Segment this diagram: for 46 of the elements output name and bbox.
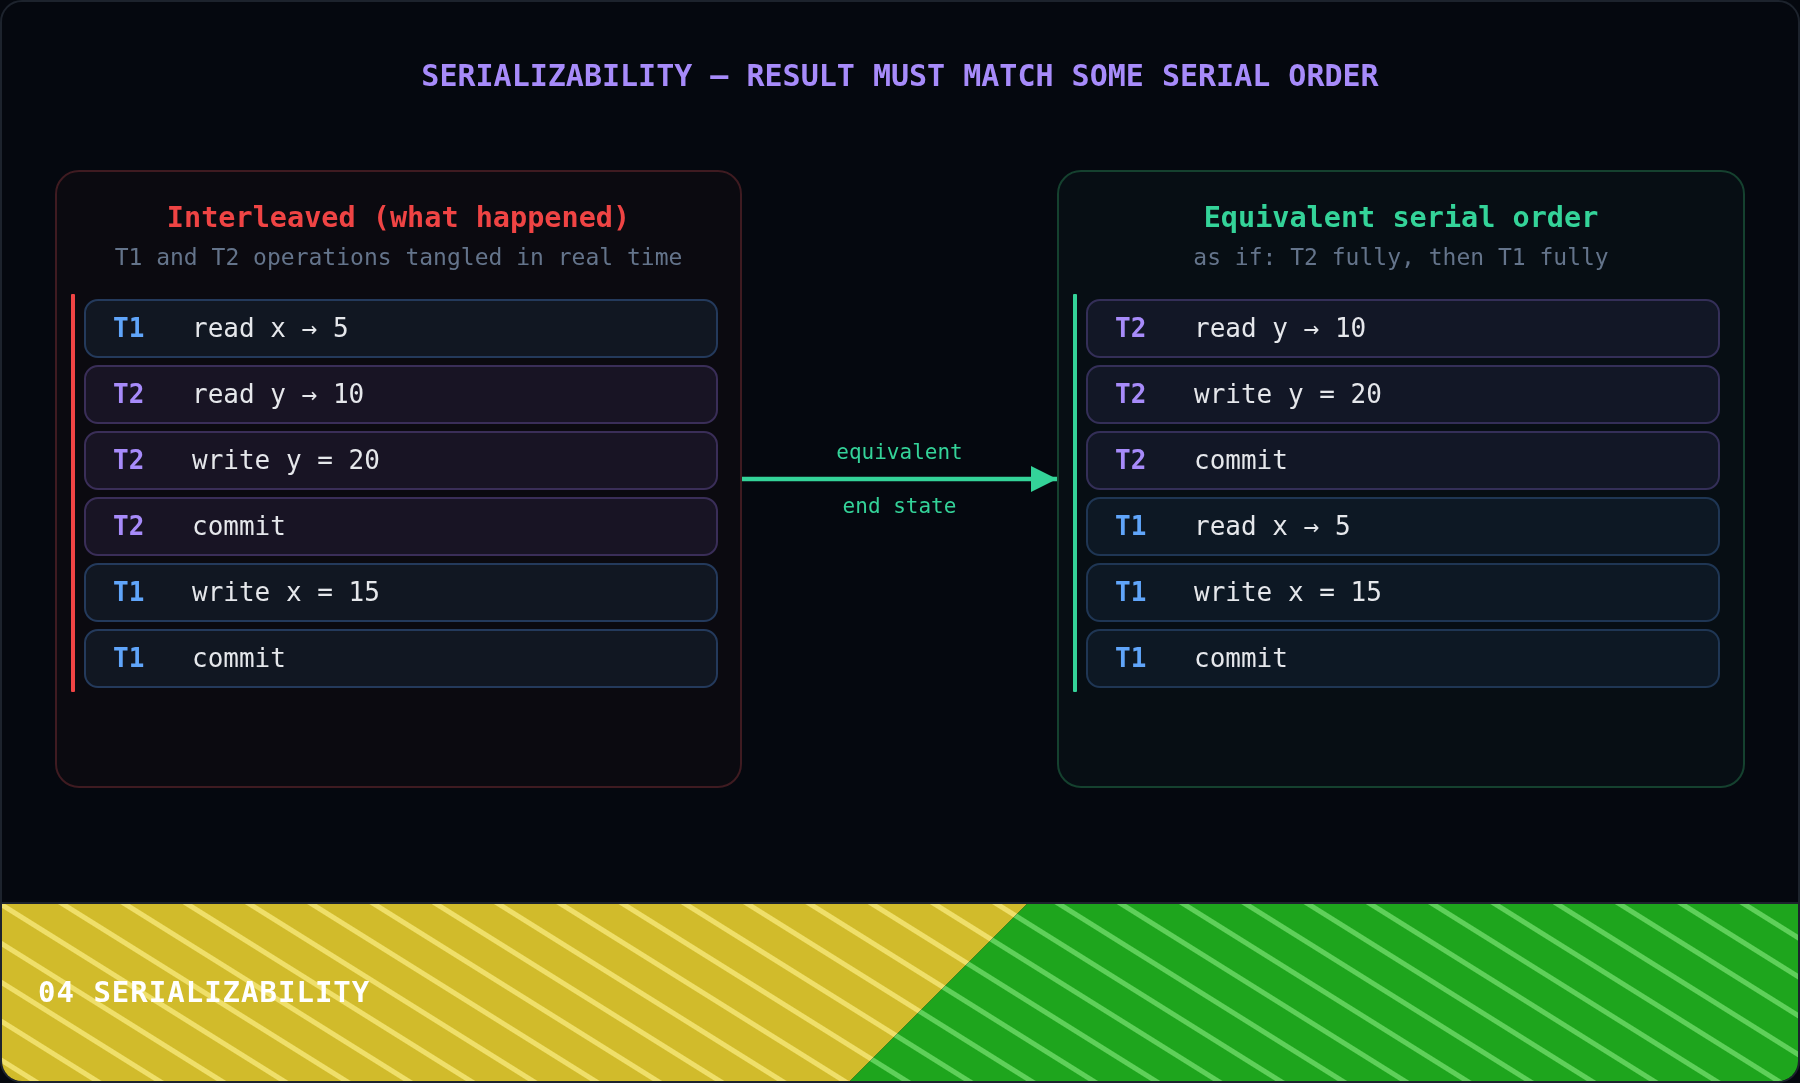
operation-text: write y = 20	[1194, 378, 1382, 411]
operation-text: commit	[192, 510, 286, 543]
diagram-title: SERIALIZABILITY — RESULT MUST MATCH SOME SERIAL ORDER	[421, 58, 1379, 94]
operation-text: read y → 10	[1194, 312, 1367, 345]
operation-text: commit	[1194, 444, 1288, 477]
operation-row	[1086, 431, 1720, 490]
transaction-tag: T2	[113, 378, 145, 411]
operation-text: commit	[192, 642, 286, 675]
panel-subtitle: T1 and T2 operations tangled in real time	[114, 244, 683, 272]
operation-text: write y = 20	[192, 444, 380, 477]
transaction-tag: T1	[113, 312, 145, 345]
transaction-tag: T2	[1115, 312, 1147, 345]
operation-row	[84, 299, 718, 358]
operation-text: read x → 5	[1194, 510, 1351, 543]
operation-text: write x = 15	[1194, 576, 1382, 609]
section-label: 04 SERIALIZABILITY	[38, 975, 371, 1010]
panel	[55, 170, 742, 788]
transaction-tag: T1	[113, 642, 145, 675]
operation-row	[84, 431, 718, 490]
operation-row	[1086, 365, 1720, 424]
transaction-tag: T2	[113, 510, 145, 543]
operation-text: read y → 10	[192, 378, 365, 411]
transaction-tag: T2	[1115, 378, 1147, 411]
operation-row	[84, 629, 718, 688]
transaction-tag: T2	[1115, 444, 1147, 477]
panel-heading: Equivalent serial order	[1203, 201, 1599, 236]
transaction-tag: T1	[113, 576, 145, 609]
operation-text: read x → 5	[192, 312, 349, 345]
panel-heading: Interleaved (what happened)	[166, 201, 631, 236]
operation-row	[84, 497, 718, 556]
edge-label: equivalent end state	[835, 439, 964, 520]
transaction-tag: T1	[1115, 576, 1147, 609]
transaction-tag: T1	[1115, 510, 1147, 543]
panel-subtitle: as if: T2 fully, then T1 fully	[1193, 244, 1609, 272]
transaction-tag: T1	[1115, 642, 1147, 675]
transaction-tag: T2	[113, 444, 145, 477]
operation-row	[1086, 563, 1720, 622]
operation-text: commit	[1194, 642, 1288, 675]
arrow	[742, 466, 1057, 492]
panel	[1057, 170, 1745, 788]
operation-row	[84, 365, 718, 424]
operation-row	[1086, 497, 1720, 556]
operation-row	[1086, 299, 1720, 358]
operation-row	[1086, 629, 1720, 688]
operation-row	[84, 563, 718, 622]
operation-text: write x = 15	[192, 576, 380, 609]
